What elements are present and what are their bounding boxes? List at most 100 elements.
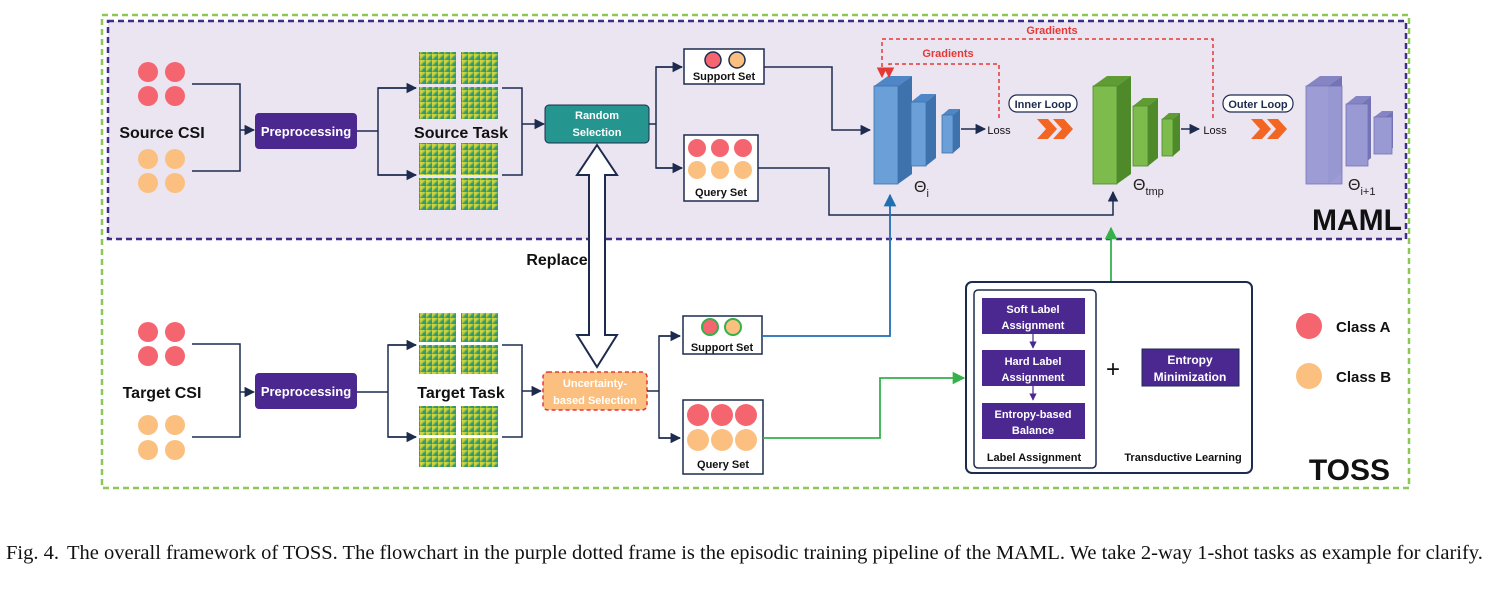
transductive-learning-caption: Transductive Learning bbox=[1124, 452, 1241, 464]
class-b-dot bbox=[165, 173, 185, 193]
class-a-dot bbox=[165, 322, 185, 342]
class-a-dot bbox=[165, 346, 185, 366]
csi-image bbox=[461, 406, 498, 435]
model-theta-tmp bbox=[1092, 76, 1180, 185]
target-support-set-label: Support Set bbox=[691, 342, 754, 354]
hard-label-assignment-box bbox=[982, 350, 1085, 386]
class-a-dot bbox=[735, 404, 757, 426]
csi-image bbox=[419, 52, 456, 84]
csi-image bbox=[419, 87, 456, 119]
outer-loop-label: Outer Loop bbox=[1228, 99, 1288, 111]
theta-i-label: Θi bbox=[914, 179, 929, 200]
entropy-balance-line2: Balance bbox=[1012, 425, 1054, 437]
class-b-dot bbox=[138, 415, 158, 435]
toss-title: TOSS bbox=[1309, 454, 1390, 487]
outer-gradients-label: Gradients bbox=[1026, 25, 1077, 37]
query-to-model-tmp-arrow bbox=[758, 167, 1119, 216]
legend-class-a-dot bbox=[1296, 313, 1322, 339]
class-b-dot bbox=[735, 429, 757, 451]
csi-image bbox=[419, 178, 456, 210]
uncertainty-selection-label-line2: based Selection bbox=[553, 395, 637, 407]
class-a-dot bbox=[138, 322, 158, 342]
csi-image bbox=[461, 313, 498, 342]
entropy-balance-line1: Entropy-based bbox=[994, 409, 1071, 421]
toss-framework-diagram: MAML TOSS Source CSI Preprocessing Sourc… bbox=[100, 13, 1411, 490]
plus-sign: + bbox=[1106, 356, 1120, 383]
class-a-dot bbox=[711, 139, 729, 157]
class-a-dot bbox=[138, 62, 158, 82]
source-query-set-label: Query Set bbox=[695, 187, 747, 199]
source-preprocessing-box bbox=[255, 113, 357, 149]
inner-loop-badge bbox=[1008, 94, 1078, 113]
outer-gradients-arrow bbox=[876, 38, 1214, 118]
csi-image bbox=[461, 178, 498, 210]
inner-loop-chevrons bbox=[1037, 119, 1073, 139]
inner-gradients-arrow bbox=[883, 63, 1000, 118]
entropy-min-line1: Entropy bbox=[1167, 353, 1213, 367]
replace-label: Replace bbox=[526, 252, 587, 269]
legend-class-b-dot bbox=[1296, 363, 1322, 389]
csi-image bbox=[461, 143, 498, 175]
source-support-set-label: Support Set bbox=[693, 71, 756, 83]
outer-loop-badge bbox=[1222, 94, 1294, 113]
class-b-dot bbox=[165, 149, 185, 169]
model-theta-i bbox=[873, 76, 960, 185]
toss-frame bbox=[100, 13, 1411, 490]
target-csi-connector bbox=[192, 343, 254, 438]
maml-title: MAML bbox=[1312, 204, 1402, 237]
target-csi-label: Target CSI bbox=[123, 385, 202, 402]
class-b-dot bbox=[138, 440, 158, 460]
target-task-label: Target Task bbox=[417, 385, 505, 402]
model-theta-i-plus-1 bbox=[1305, 76, 1393, 185]
source-random-connector bbox=[502, 87, 544, 176]
source-csi-dots bbox=[138, 62, 185, 193]
random-selection-label-line1: Random bbox=[575, 110, 619, 122]
class-a-dot bbox=[138, 346, 158, 366]
entropy-min-line2: Minimization bbox=[1154, 370, 1227, 384]
class-a-dot bbox=[701, 318, 719, 336]
target-task-csi-images bbox=[419, 313, 498, 467]
label-assignment-caption: Label Assignment bbox=[987, 452, 1082, 464]
target-uncertainty-connector bbox=[502, 344, 541, 438]
uncertainty-selection-label-line1: Uncertainty- bbox=[563, 378, 628, 390]
csi-image bbox=[461, 438, 498, 467]
soft-label-line2: Assignment bbox=[1002, 320, 1065, 332]
class-a-dot bbox=[688, 139, 706, 157]
target-support-set-box bbox=[682, 315, 763, 355]
target-preprocessing-box bbox=[255, 373, 357, 409]
soft-label-line1: Soft Label bbox=[1006, 304, 1059, 316]
class-a-dot bbox=[165, 62, 185, 82]
legend-class-b-label: Class B bbox=[1336, 369, 1391, 386]
source-task-label: Source Task bbox=[414, 125, 508, 142]
class-a-dot bbox=[711, 404, 733, 426]
class-b-dot bbox=[138, 173, 158, 193]
target-task-connector bbox=[357, 344, 416, 438]
class-b-dot bbox=[165, 440, 185, 460]
inner-loop-label: Inner Loop bbox=[1015, 99, 1072, 111]
source-preprocessing-label: Preprocessing bbox=[261, 124, 351, 139]
class-b-dot bbox=[724, 318, 742, 336]
hard-label-line2: Assignment bbox=[1002, 372, 1065, 384]
entropy-based-balance-box bbox=[982, 403, 1085, 439]
theta-i-plus-1-label: Θi+1 bbox=[1348, 177, 1375, 198]
random-selection-label-line2: Selection bbox=[573, 127, 622, 139]
class-b-dot bbox=[734, 161, 752, 179]
class-b-dot bbox=[138, 149, 158, 169]
hard-label-line1: Hard Label bbox=[1005, 356, 1062, 368]
source-csi-connector bbox=[192, 83, 254, 172]
class-a-dot bbox=[704, 51, 722, 69]
class-a-dot bbox=[165, 86, 185, 106]
theta-tmp-label: Θtmp bbox=[1133, 177, 1164, 198]
source-csi-label: Source CSI bbox=[119, 125, 204, 142]
replace-double-arrow bbox=[575, 143, 619, 369]
inner-gradients-label: Gradients bbox=[922, 48, 973, 60]
caption-label: Fig. 4. bbox=[6, 542, 59, 564]
caption-text: The overall framework of TOSS. The flowc… bbox=[66, 542, 1483, 564]
csi-image bbox=[419, 313, 456, 342]
csi-image bbox=[461, 345, 498, 374]
csi-image bbox=[461, 52, 498, 84]
csi-image bbox=[419, 438, 456, 467]
uncertainty-to-sets-connector bbox=[647, 335, 680, 439]
figure-caption: Fig. 4. The overall framework of TOSS. Th… bbox=[6, 541, 1506, 565]
class-b-dot bbox=[728, 51, 746, 69]
